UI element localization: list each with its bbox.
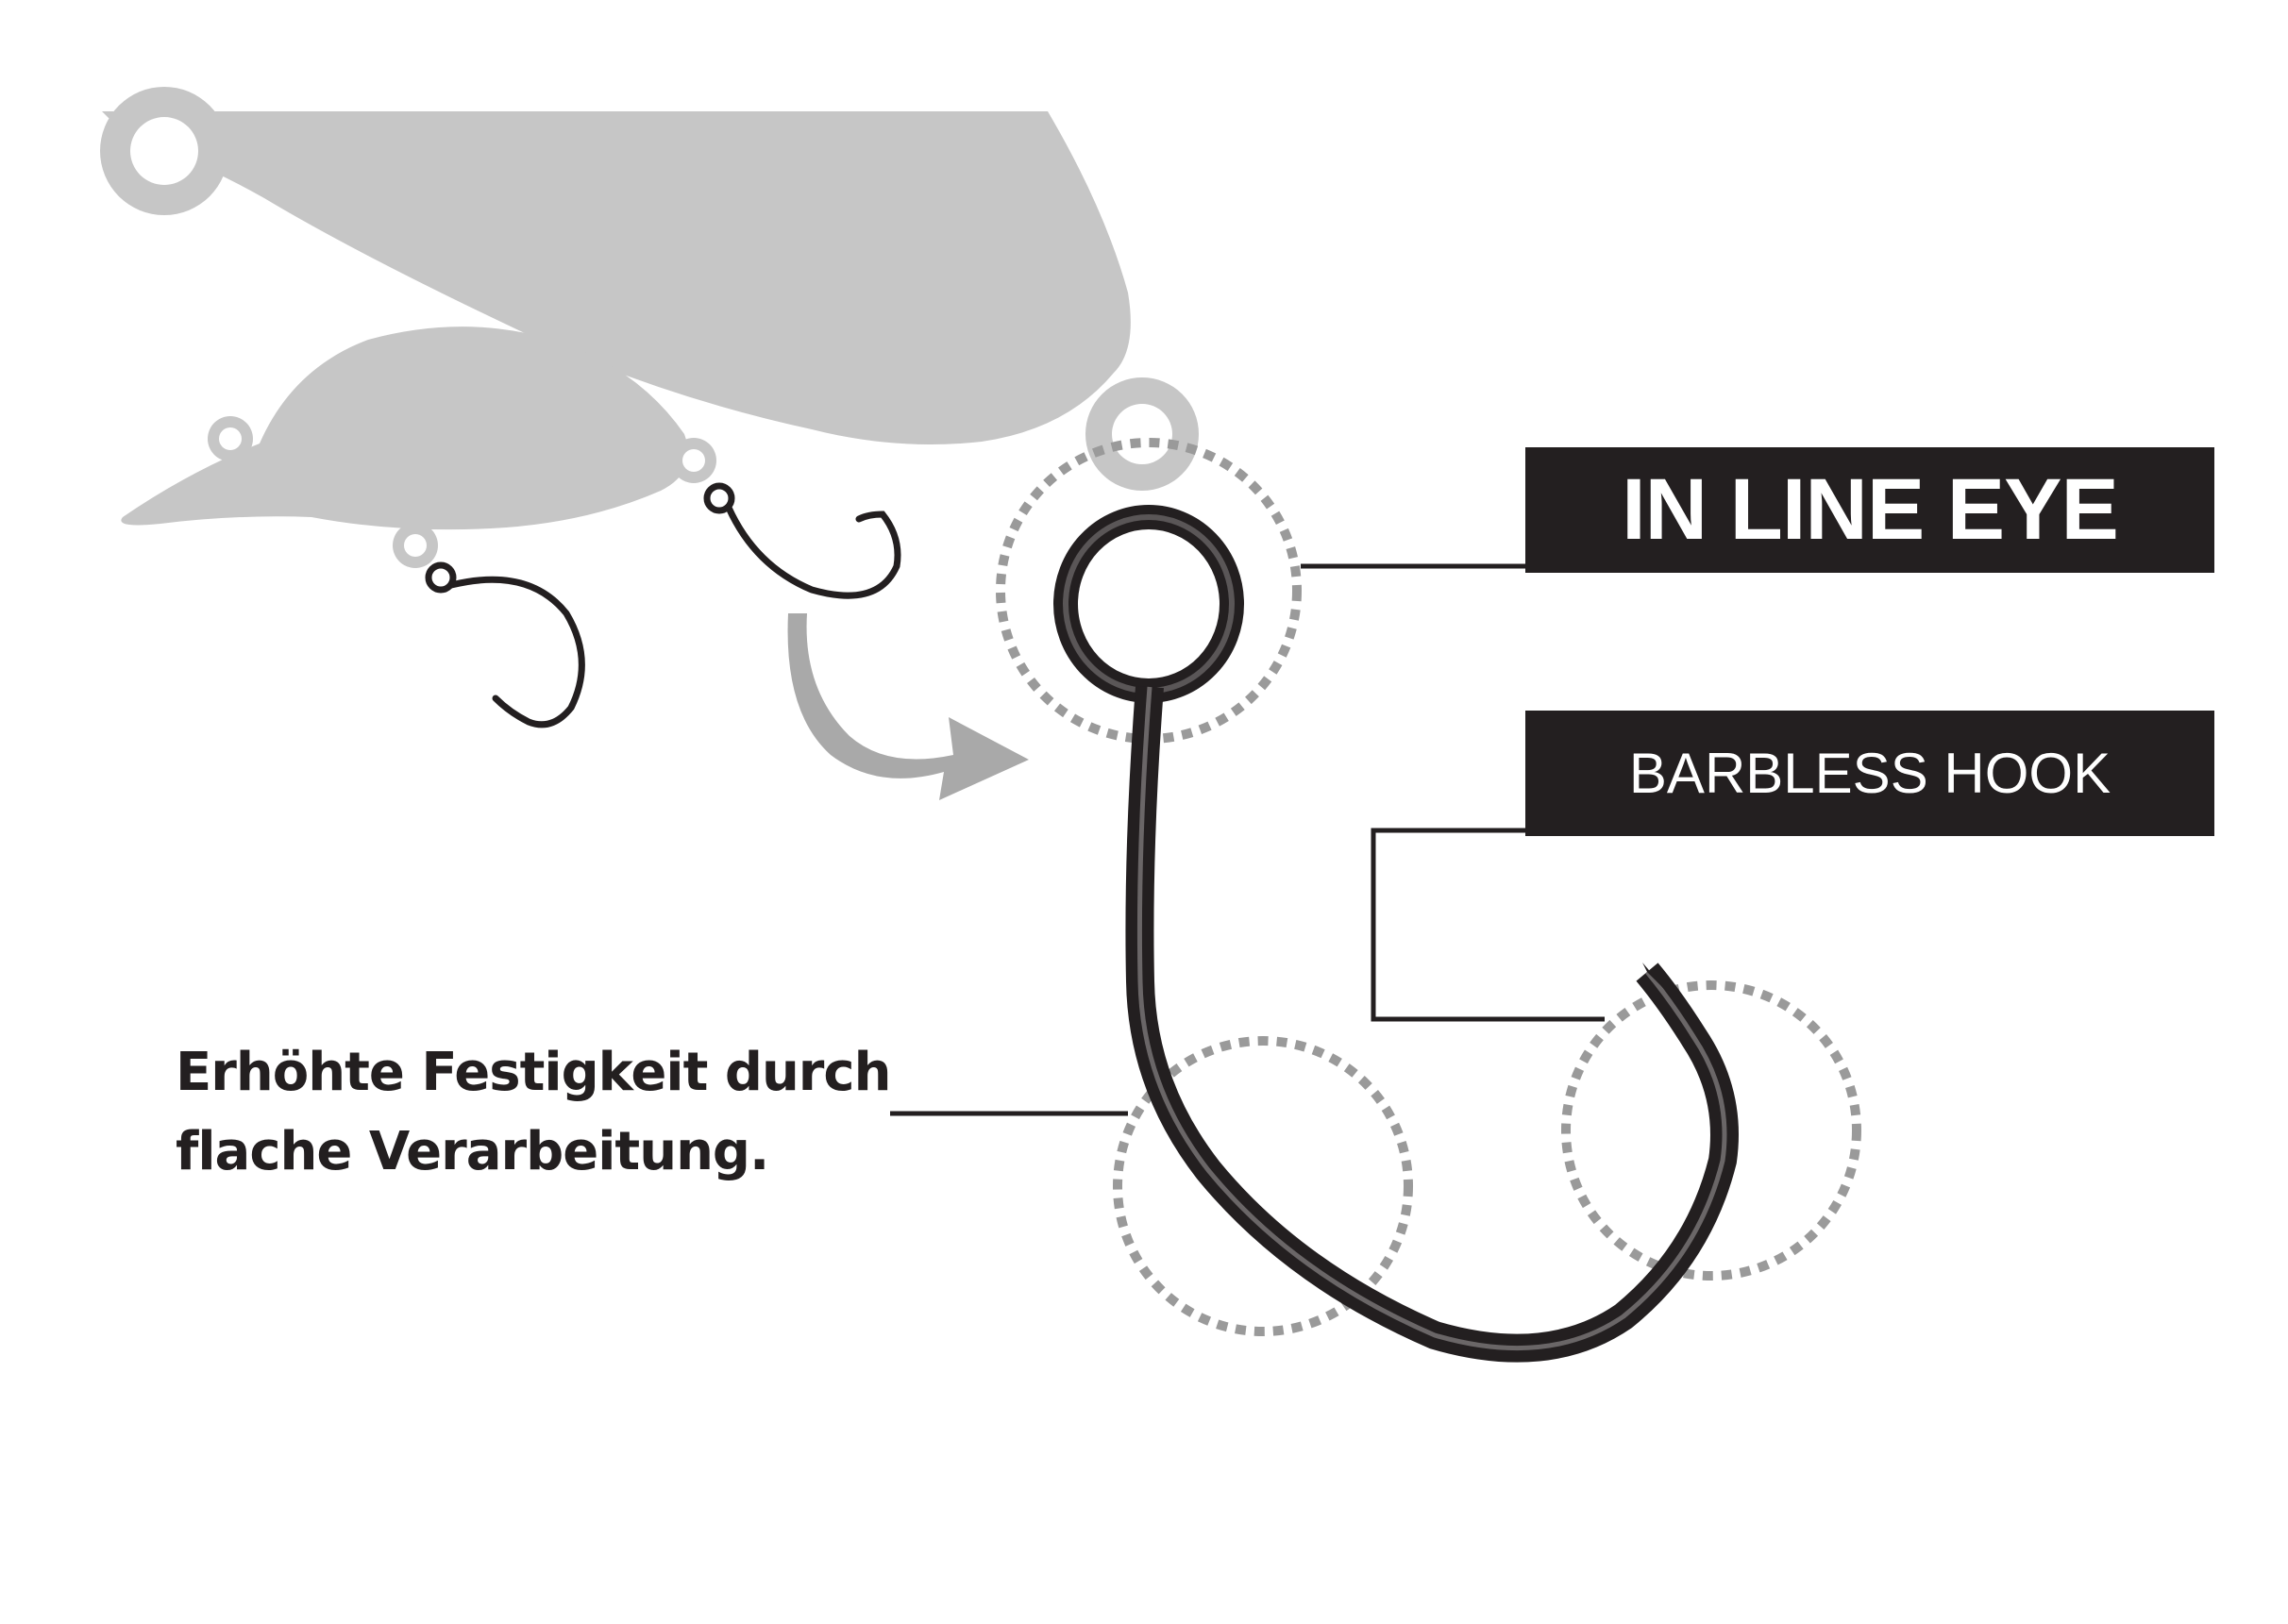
small-hook [425, 482, 901, 728]
lure-silhouette-large [100, 87, 1199, 491]
barbless-hook-label-text: BARBLESS HOOK [1628, 742, 2111, 805]
leader-lines [890, 563, 1605, 1116]
lure-silhouette-small [121, 326, 716, 568]
inline-eye-hook [1053, 505, 1739, 1363]
curved-arrow [787, 613, 1029, 800]
barbless-hook-label: BARBLESS HOOK [1525, 711, 2214, 836]
caption-line-2: flache Verarbeitung. [176, 1121, 769, 1182]
caption-line-1: Erhöhte Festigkeit durch [176, 1042, 891, 1103]
strength-caption: Erhöhte Festigkeit durch flache Verarbei… [176, 1033, 893, 1192]
in-line-eye-label: IN LINE EYE [1525, 447, 2214, 573]
in-line-eye-label-text: IN LINE EYE [1622, 461, 2119, 558]
